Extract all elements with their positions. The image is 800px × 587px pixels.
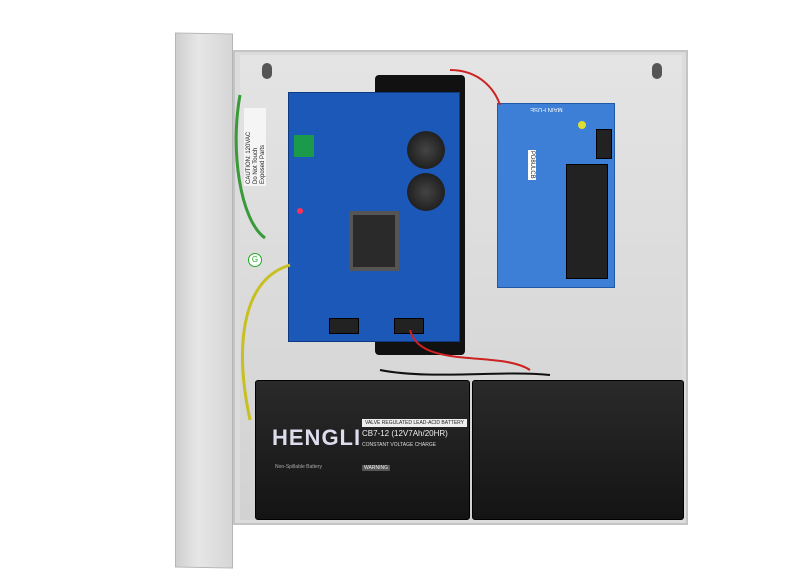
yellow-wire [241,263,291,421]
battery-warning: WARNING [362,465,390,471]
transformer [349,211,399,271]
mounting-keyhole [652,63,662,79]
terminal-block [394,318,424,334]
capacitor [407,173,445,211]
battery-charge: CONSTANT VOLTAGE CHARGE [362,442,437,448]
battery [472,380,684,520]
terminal-block [294,135,314,157]
terminal-strip [566,164,608,279]
led-indicator [297,208,303,214]
terminal-block [596,129,612,159]
battery-model: CB7-12 (12V7Ah/20HR) [362,429,448,438]
capacitor [407,131,445,169]
model-label: PD8ULCB [528,150,536,180]
power-supply-board [288,92,460,342]
power-distribution-board [497,103,615,288]
battery-brand: HENGLI [272,425,362,450]
battery-type: VALVE REGULATED LEAD-ACID BATTERY [362,419,468,427]
mounting-keyhole [262,63,272,79]
ground-wire [234,94,266,240]
battery [255,380,470,520]
battery-subtitle: Non-Spillable Battery [275,464,322,470]
black-wire [379,369,551,376]
led-indicator [578,121,586,129]
terminal-block [329,318,359,334]
red-wire [409,329,531,371]
ground-symbol: G [248,253,262,267]
red-wire [449,69,501,106]
